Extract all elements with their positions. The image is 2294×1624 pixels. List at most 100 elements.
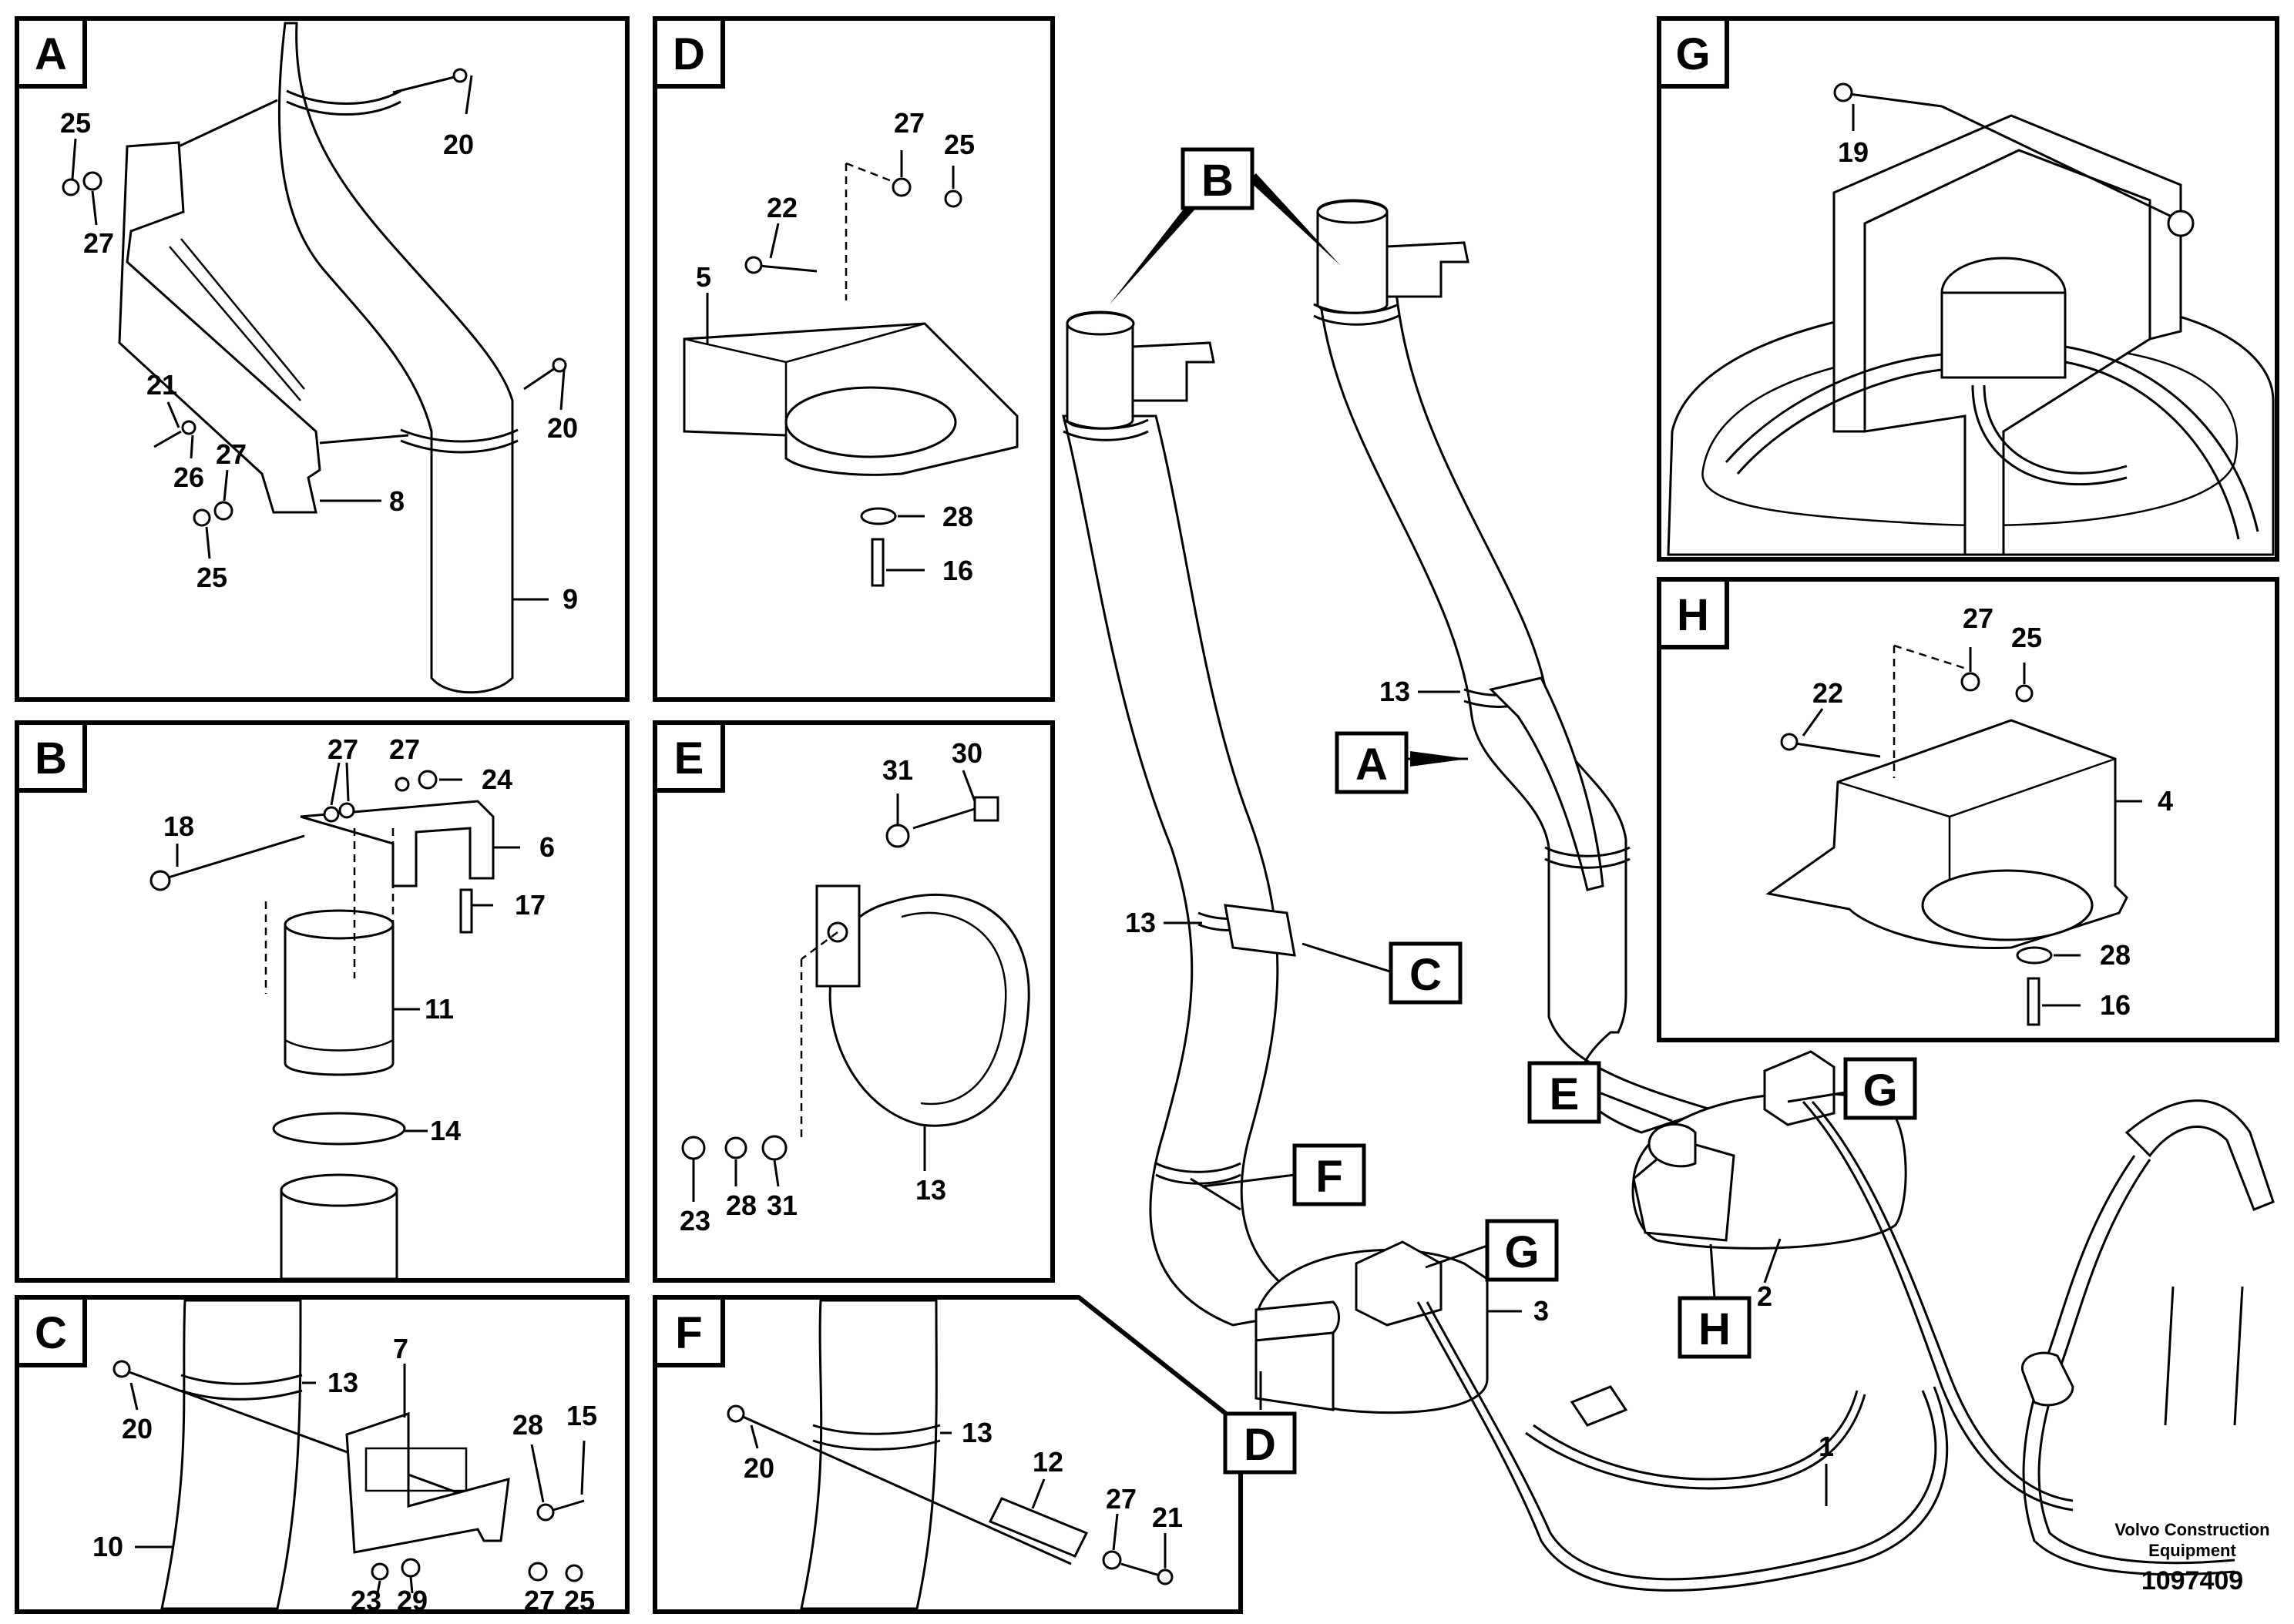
callout-a-20b: 20: [547, 412, 578, 444]
footer: Volvo Construction Equipment 1097409: [2114, 1520, 2269, 1595]
panel-c-nut-23: [371, 1562, 389, 1581]
callout-main-1: 1: [1819, 1431, 1834, 1462]
callout-e-13: 13: [915, 1174, 946, 1206]
main-pointer-e: [1598, 1091, 1673, 1122]
panel-d-nut-25: [944, 190, 962, 208]
callout-h-4: 4: [2158, 785, 2173, 817]
panel-c-bracket: [345, 1411, 510, 1554]
panel-b-letter: B: [35, 733, 67, 783]
panel-e-washer-31b: [761, 1135, 788, 1161]
callout-f-27: 27: [1106, 1483, 1137, 1515]
panel-a-clamp-bottom: [400, 428, 519, 454]
callout-d-27: 27: [894, 107, 925, 139]
panel-f-pipe: [800, 1299, 938, 1610]
leader-a-25b: [205, 526, 211, 559]
main-assembly: B A C E G F G H D 13 13 3 2 1: [1062, 147, 2275, 1592]
callout-e-30: 30: [952, 737, 982, 769]
main-pointer-h: [1709, 1243, 1716, 1299]
panel-f-washer-27: [1102, 1550, 1122, 1570]
main-hose-coupler: [2021, 1351, 2074, 1407]
panel-f-bolt: [741, 1414, 1072, 1565]
panel-f-bolt-21-head: [1157, 1569, 1174, 1585]
callout-b-6: 6: [539, 831, 555, 863]
panel-b-tube-top: [284, 909, 395, 940]
panel-h-dash-2: [1893, 644, 1967, 670]
panel-e-letter-box: [653, 720, 725, 793]
panel-a-clamp-top: [286, 89, 401, 116]
panel-e: E 31 30 23 28 31 13: [653, 720, 1055, 1283]
panel-a-bolt-right-head: [552, 357, 567, 373]
main-label-d: D: [1244, 1420, 1276, 1470]
callout-d-5: 5: [696, 261, 711, 293]
panel-d-letter-box: [653, 16, 725, 89]
panel-e-bolt-30: [912, 807, 976, 830]
leader-f-12: [1031, 1478, 1046, 1509]
callout-a-25a: 25: [60, 107, 91, 139]
panel-b-bolt-17: [459, 888, 473, 934]
callout-b-27b: 27: [389, 733, 420, 765]
callout-h-25: 25: [2011, 622, 2042, 653]
panel-a-letter-box: [15, 16, 87, 89]
main-pipe-right-clamp-top: [1313, 303, 1399, 326]
panel-a-leader-bracket-low: [319, 434, 409, 445]
main-valve: [1570, 1385, 1628, 1427]
main-pipe-right-bracket: [1385, 241, 1469, 298]
callout-c-28: 28: [512, 1409, 543, 1441]
callout-b-27a: 27: [327, 733, 358, 765]
leader-a-27b: [223, 469, 229, 502]
callout-c-10: 10: [92, 1531, 123, 1562]
main-label-f: F: [1315, 1152, 1342, 1202]
leader-c-15: [580, 1440, 586, 1495]
panel-c: C 7 13 20 28 15 10 23 29 27 25: [15, 1295, 630, 1616]
panel-c-pipe: [160, 1299, 302, 1610]
callout-h-28: 28: [2100, 939, 2131, 971]
callout-c-23: 23: [351, 1585, 381, 1616]
main-pipe-right-clamp-low: [1544, 846, 1631, 869]
callout-f-20: 20: [744, 1452, 774, 1484]
callout-a-9: 9: [563, 583, 578, 615]
callout-a-21: 21: [146, 369, 177, 401]
callout-c-25: 25: [564, 1585, 595, 1616]
main-hose-tails: [2164, 1286, 2244, 1426]
panel-f-bolt-head: [727, 1404, 745, 1423]
main-label-h-box: [1678, 1296, 1752, 1359]
main-tank-left-shield-face: [1254, 1331, 1335, 1411]
panel-d-washer-28: [860, 507, 897, 525]
leader-a-25a: [71, 138, 77, 180]
footer-brand-line1: Volvo Construction: [2114, 1520, 2269, 1539]
callout-a-8: 8: [389, 485, 405, 517]
panel-d-bolt-22: [758, 264, 818, 273]
panel-b-washer-27a-1: [323, 806, 340, 823]
panel-a-leader-bracket: [178, 99, 278, 148]
main-pointer-b-right: [1248, 173, 1341, 266]
callout-c-27: 27: [524, 1585, 555, 1616]
panel-h-nut-25: [2015, 684, 2034, 703]
main-hose-mid: [1525, 1390, 1866, 1490]
leader-f-27: [1112, 1513, 1119, 1551]
leader-d-22: [769, 223, 780, 259]
main-hose-fitting: [2124, 1099, 2275, 1211]
panel-e-frame: [653, 720, 1055, 1283]
panel-g-pump-body: [1940, 291, 2067, 379]
main-pipe-left: [1062, 414, 1322, 1327]
panel-a-washer-bottom: [213, 501, 233, 521]
panel-f: F 13 20 12 27 21: [653, 1295, 1243, 1614]
panel-e-washer-31a: [885, 824, 910, 848]
panel-d-hole: [784, 386, 957, 458]
callout-a-27b: 27: [216, 438, 247, 470]
panel-b: B 27 27 24 18 6: [15, 720, 630, 1283]
panel-a-bolt-top-head: [452, 68, 468, 83]
callout-main-3: 3: [1533, 1295, 1549, 1327]
panel-c-bolt-15: [553, 1499, 585, 1512]
leader-f-20: [750, 1424, 759, 1449]
panel-d-washer-27: [892, 177, 912, 197]
leader-e-31b: [773, 1159, 780, 1187]
panel-a-bolt-right: [523, 367, 556, 391]
panel-c-washer-29: [401, 1558, 421, 1578]
main-pipe-left-cap-top: [1066, 311, 1135, 336]
leader-a-21: [166, 401, 180, 428]
main-label-g1: G: [1862, 1065, 1897, 1116]
leader-a-20b: [559, 369, 566, 411]
main-label-b-box: [1181, 147, 1254, 210]
leader-h-22: [1802, 708, 1824, 737]
